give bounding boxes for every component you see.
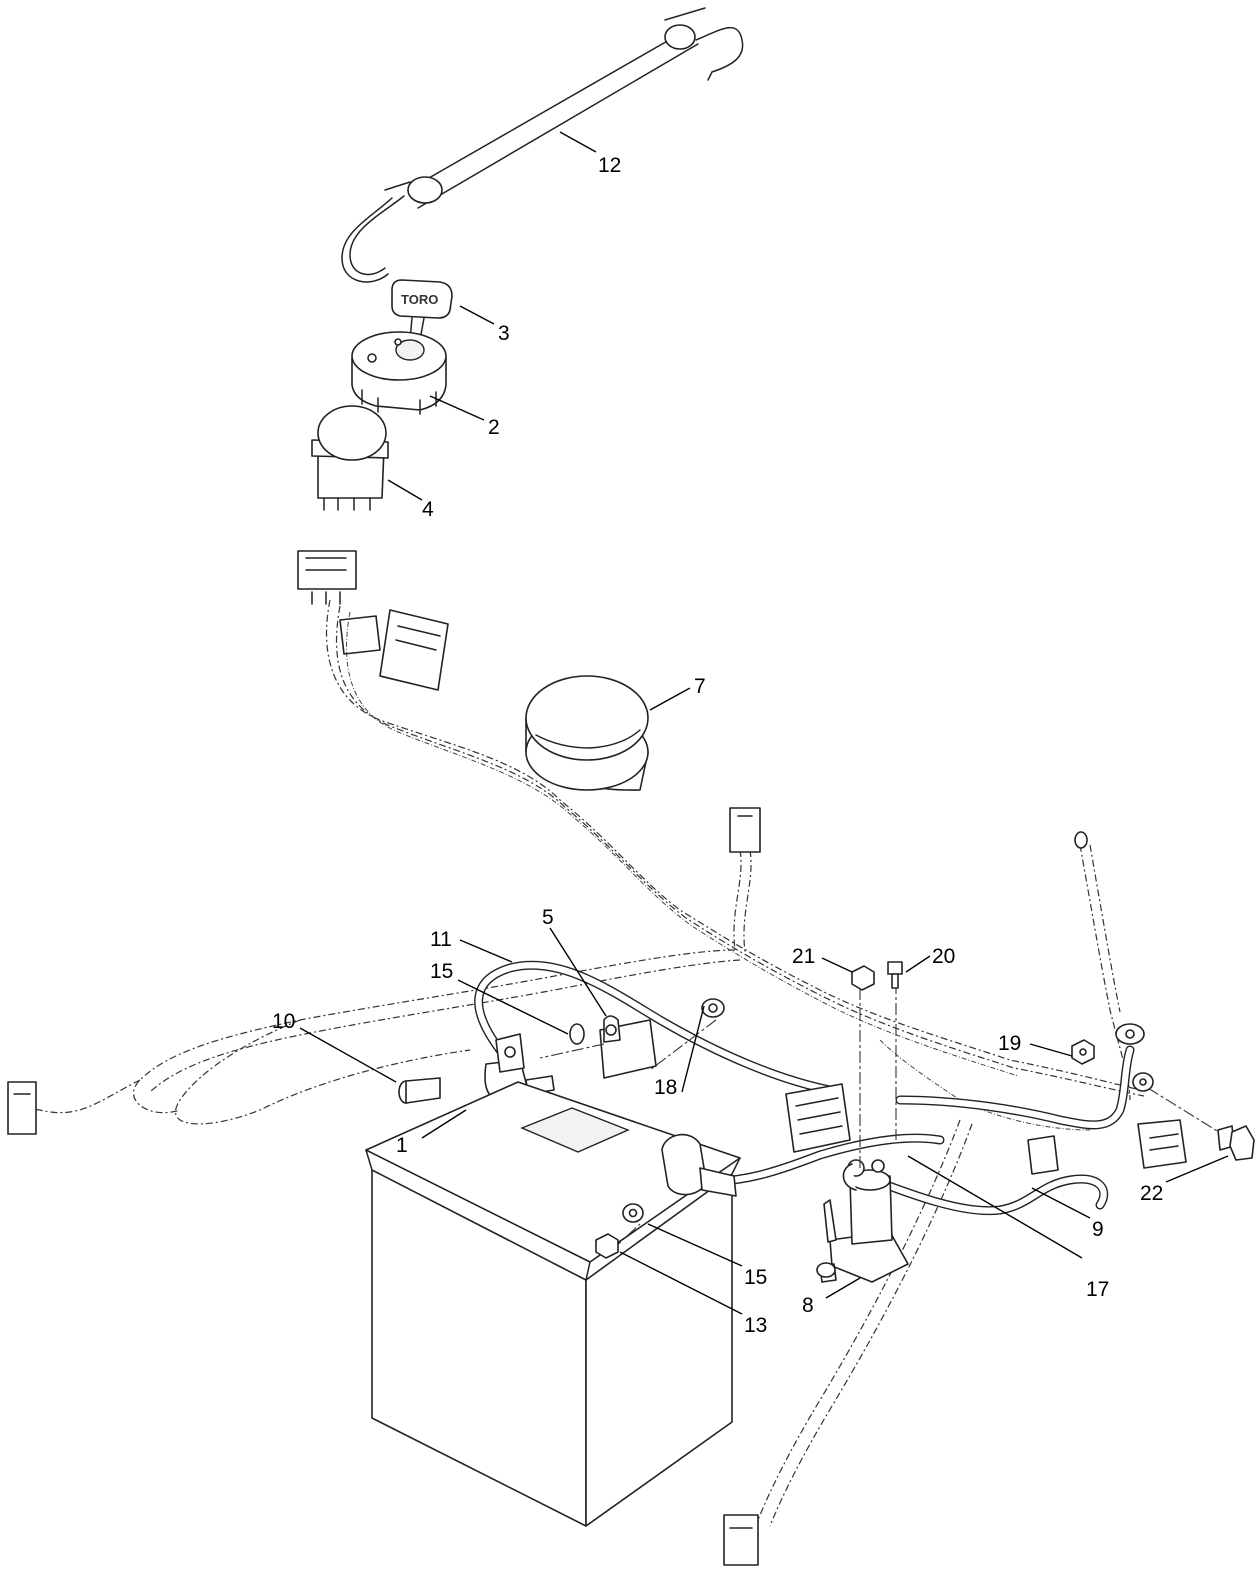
starter-solenoid	[819, 1159, 909, 1283]
callout-1: 1	[396, 1134, 408, 1157]
callout-11: 11	[430, 928, 452, 951]
callout-10: 10	[272, 1010, 295, 1033]
terminal-boot-negative	[661, 1133, 737, 1197]
callout-13: 13	[744, 1314, 767, 1337]
callout-9: 9	[1092, 1218, 1104, 1241]
callout-20: 20	[932, 945, 955, 968]
callout-5: 5	[542, 906, 554, 929]
wire-harness	[26, 599, 1145, 1527]
battery-cables	[474, 960, 1135, 1216]
callout-18: 18	[654, 1076, 677, 1099]
callout-12: 12	[598, 154, 621, 177]
battery	[365, 1081, 741, 1527]
hardware	[569, 961, 1255, 1278]
callout-8: 8	[802, 1294, 814, 1317]
toro-logo: TORO	[401, 292, 438, 307]
callout-3: 3	[498, 322, 510, 345]
ignition-key: TORO	[391, 279, 453, 341]
harness-upper-connectors	[297, 550, 449, 691]
callout-4: 4	[422, 498, 434, 521]
hook-rod	[341, 7, 744, 283]
callouts: 12 3 2 4 7 5 11 15 10 18 21 20 19 22 9 1…	[272, 154, 1163, 1337]
callout-19: 19	[998, 1032, 1021, 1055]
callout-15-upper: 15	[430, 960, 453, 983]
harness-main-connector	[785, 1083, 851, 1153]
callout-2: 2	[488, 416, 500, 439]
callout-15-lower: 15	[744, 1266, 767, 1289]
leader-lines	[299, 131, 1229, 1315]
callout-17: 17	[1086, 1278, 1109, 1301]
callout-21: 21	[792, 945, 815, 968]
pin	[398, 1077, 441, 1104]
ignition-switch	[351, 331, 447, 415]
cable-clamp	[599, 1015, 657, 1079]
callout-22: 22	[1140, 1182, 1163, 1205]
callout-7: 7	[694, 675, 706, 698]
harness-small-connectors	[7, 807, 1187, 1566]
round-pad	[525, 675, 649, 791]
pto-switch	[311, 405, 389, 511]
